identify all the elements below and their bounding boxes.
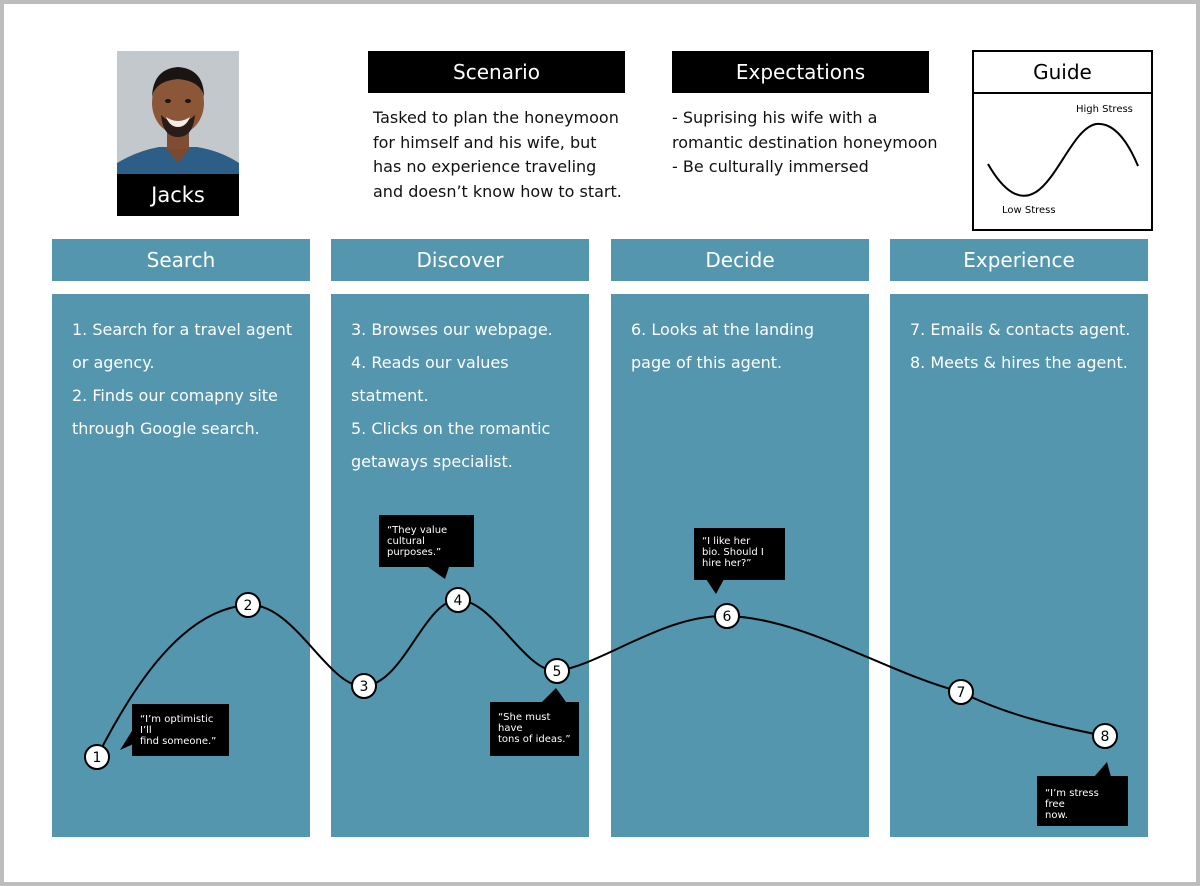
step-line: page of this agent. <box>631 353 783 372</box>
quote-pointer <box>1094 762 1111 777</box>
persona-photo <box>117 51 239 175</box>
stage-steps: 3. Browses our webpage. 4. Reads our val… <box>351 313 553 478</box>
journey-node <box>544 658 570 684</box>
quote-bubble: “She must have tons of ideas.” <box>490 702 579 756</box>
expectation-line: - Suprising his wife with a <box>672 108 878 127</box>
guide-wave <box>987 122 1139 197</box>
quote-pointer <box>542 688 566 702</box>
quote-line: bio. Should I <box>702 547 764 558</box>
scenario-text: Tasked to plan the honeymoon for himself… <box>373 106 643 204</box>
step-line: 8. Meets & hires the agent. <box>910 353 1128 372</box>
step-line: getaways specialist. <box>351 452 513 471</box>
quote-pointer <box>428 567 449 579</box>
journey-line <box>96 598 1106 758</box>
quote-bubble: “I’m optimistic I’ll find someone.” <box>132 704 229 756</box>
quote-line: tons of ideas.” <box>498 734 571 745</box>
persona-name: Jacks <box>117 174 239 216</box>
guide-low-label: Low Stress <box>1002 205 1056 216</box>
journey-node-label: 6 <box>723 609 732 625</box>
guide-title: Guide <box>974 52 1151 94</box>
scenario-line: Tasked to plan the honeymoon <box>373 108 619 127</box>
journey-node <box>445 587 471 613</box>
quote-line: hire her?” <box>702 558 752 569</box>
stage-header-search: Search <box>52 239 310 281</box>
journey-node <box>235 592 261 618</box>
step-line: 2. Finds our comapny site <box>72 386 278 405</box>
stage-column-experience: 7. Emails & contacts agent. 8. Meets & h… <box>890 294 1148 837</box>
journey-curve-layer: 1 2 3 4 5 6 7 8 <box>84 567 1118 777</box>
journey-node-label: 4 <box>454 593 463 609</box>
stage-header-experience: Experience <box>890 239 1148 281</box>
journey-node-label: 7 <box>957 685 966 701</box>
step-line: or agency. <box>72 353 155 372</box>
scenario-line: has no experience traveling <box>373 157 597 176</box>
journey-node <box>351 673 377 699</box>
guide-box: Guide High Stress Low Stress <box>972 50 1153 231</box>
guide-high-label: High Stress <box>1076 104 1133 115</box>
stage-steps: 7. Emails & contacts agent. 8. Meets & h… <box>910 313 1130 379</box>
expectation-line: - Be culturally immersed <box>672 157 869 176</box>
journey-node <box>948 679 974 705</box>
step-line: 7. Emails & contacts agent. <box>910 320 1131 339</box>
step-line: through Google search. <box>72 419 260 438</box>
quote-line: “I’m stress free <box>1045 788 1099 810</box>
step-line: 3. Browses our webpage. <box>351 320 553 339</box>
quote-line: “She must have <box>498 712 551 734</box>
expectations-text: - Suprising his wife with a romantic des… <box>672 106 962 180</box>
quote-line: “I’m optimistic I’ll <box>140 714 214 736</box>
quote-pointer <box>706 579 724 594</box>
stage-steps: 6. Looks at the landing page of this age… <box>631 313 814 379</box>
quote-line: now. <box>1045 810 1068 821</box>
step-line: 1. Search for a travel agent <box>72 320 293 339</box>
stage-steps: 1. Search for a travel agent or agency. … <box>72 313 292 445</box>
stage-header-decide: Decide <box>611 239 869 281</box>
quote-bubble: “They value cultural purposes.” <box>379 515 474 567</box>
journey-node-label: 1 <box>93 750 102 766</box>
step-line: 5. Clicks on the romantic <box>351 419 551 438</box>
journey-node <box>84 744 110 770</box>
journey-node-label: 5 <box>553 664 562 680</box>
scenario-line: for himself and his wife, but <box>373 132 597 152</box>
journey-node-label: 2 <box>244 598 253 614</box>
expectations-heading: Expectations <box>672 51 929 93</box>
scenario-heading: Scenario <box>368 51 625 93</box>
quote-line: find someone.” <box>140 736 217 747</box>
step-line: statment. <box>351 386 429 405</box>
persona-avatar-icon <box>117 51 239 175</box>
quote-line: cultural purposes.” <box>387 536 442 558</box>
step-line: 4. Reads our values <box>351 353 509 372</box>
stage-header-discover: Discover <box>331 239 589 281</box>
quote-bubble: “I like her bio. Should I hire her?” <box>694 528 785 580</box>
step-line: 6. Looks at the landing <box>631 320 815 339</box>
scenario-line: and doesn’t know how to start. <box>373 181 622 201</box>
journey-node <box>1092 723 1118 749</box>
quote-line: “They value <box>387 525 448 536</box>
quote-bubble: “I’m stress free now. <box>1037 776 1128 826</box>
guide-stress-wave-icon <box>987 122 1139 197</box>
quote-line: “I like her <box>702 536 751 547</box>
journey-node <box>714 603 740 629</box>
journey-node-label: 3 <box>360 679 369 695</box>
journey-nodes: 1 2 3 4 5 6 7 8 <box>84 587 1118 770</box>
expectation-line: romantic destination honeymoon <box>672 132 938 152</box>
journey-node-label: 8 <box>1101 729 1110 745</box>
